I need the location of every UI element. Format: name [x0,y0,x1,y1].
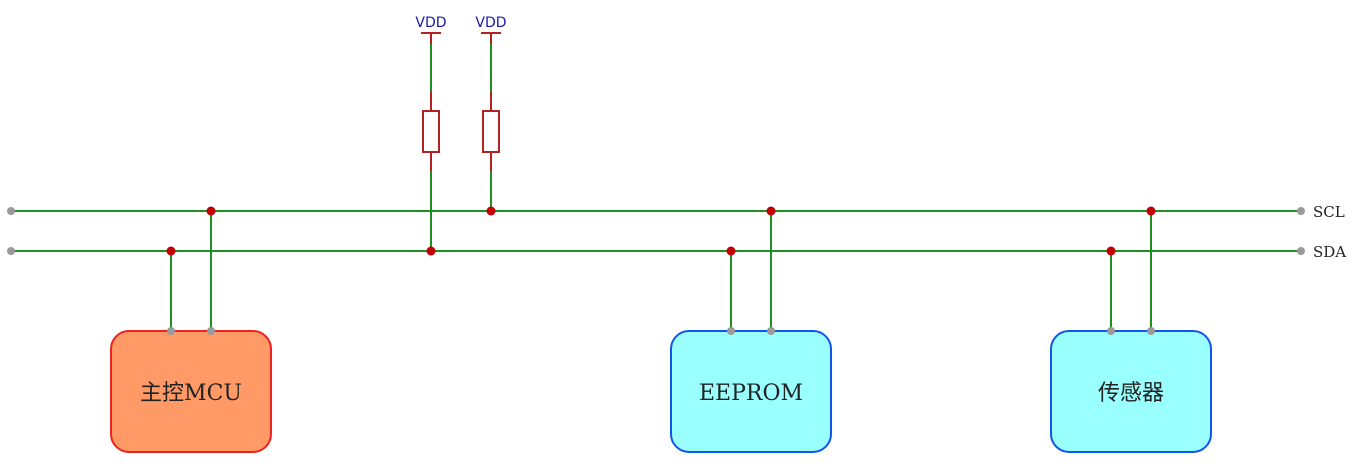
pullup-scl: VDD [475,15,507,211]
sensor-box [1050,330,1212,453]
eeprom-scl-pin [767,327,775,335]
sda-net-label: SDA [1313,243,1346,261]
scl-net-label: SCL [1313,203,1345,221]
eeprom-block: EEPROM [670,330,832,453]
junction-mcu-sda [166,246,176,256]
mcu-scl-pin [207,327,215,335]
junction-pullup-scl [486,206,496,216]
mcu-label: 主控MCU [140,381,242,406]
scl-left-terminal [7,207,15,215]
sensor-label: 传感器 [1098,381,1164,406]
junction-eeprom-sda [726,246,736,256]
sda-right-terminal [1297,247,1305,255]
eeprom-label: EEPROM [699,381,803,406]
junction-sensor-scl [1146,206,1156,216]
junction-pullup-sda [426,246,436,256]
vdd-label-left: VDD [415,15,446,31]
eeprom-sda-pin [727,327,735,335]
pullup-sda: VDD [415,15,447,251]
junction-mcu-scl [206,206,216,216]
sensor-scl-pin [1147,327,1155,335]
vdd-label-right: VDD [475,15,506,31]
junction-sensor-sda [1106,246,1116,256]
sensor-block: 传感器 [1050,330,1212,453]
junction-eeprom-scl [766,206,776,216]
mcu-sda-pin [167,327,175,335]
sensor-sda-pin [1107,327,1115,335]
resistor-r1 [422,110,440,153]
scl-right-terminal [1297,207,1305,215]
eeprom-box [670,330,832,453]
mcu-box [110,330,272,453]
mcu-block: 主控MCU [110,330,272,453]
sda-left-terminal [7,247,15,255]
resistor-r2 [482,110,500,153]
